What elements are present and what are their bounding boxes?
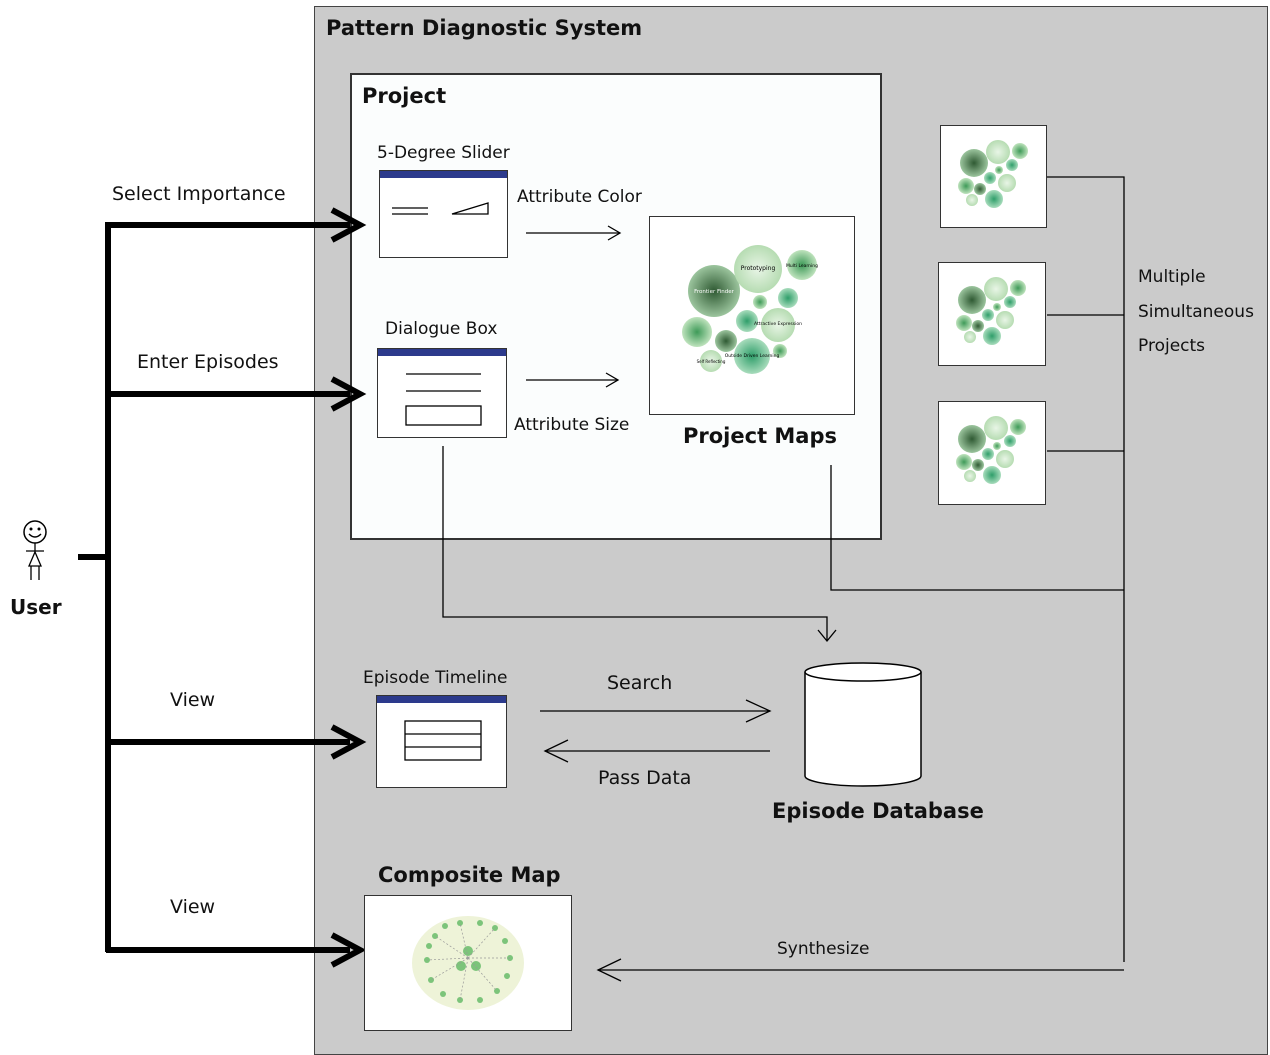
search-label: Search — [607, 672, 673, 694]
attribute-arrows — [526, 225, 622, 388]
multi-project-connectors — [596, 176, 1125, 982]
timeline-label: Episode Timeline — [363, 668, 508, 688]
database-label: Episode Database — [772, 799, 984, 823]
slider-title-bar — [380, 171, 507, 178]
timeline-table-icon — [404, 720, 482, 761]
composite-map-frame[interactable] — [364, 895, 572, 1031]
slider-label: 5-Degree Slider — [377, 143, 510, 163]
projects-label: Projects — [1138, 336, 1206, 356]
timeline-title-bar — [377, 696, 506, 703]
select-importance-label: Select Importance — [112, 183, 286, 205]
view-timeline-label: View — [170, 689, 216, 711]
db-feed-line — [442, 446, 837, 643]
bubble-label: Outside Driven Learning — [725, 353, 780, 359]
thumbnail-bubbles — [958, 140, 1028, 208]
project-maps-label: Project Maps — [683, 424, 838, 448]
user-figure-icon — [23, 520, 47, 580]
dialogue-title-bar — [378, 349, 506, 356]
dialogue-form-icon — [405, 373, 482, 426]
project-thumbnail[interactable] — [938, 401, 1046, 505]
synthesize-label: Synthesize — [777, 939, 870, 959]
composite-map-icon — [412, 916, 524, 1010]
attribute-color-label: Attribute Color — [517, 187, 642, 207]
bubble-label: Prototyping — [741, 265, 776, 272]
attribute-size-label: Attribute Size — [514, 415, 630, 435]
system-title: Pattern Diagnostic System — [326, 16, 643, 40]
composite-label: Composite Map — [378, 863, 561, 887]
bubble-label: Frontier Finder — [694, 289, 734, 295]
thumbnail-bubbles — [956, 277, 1026, 345]
action-arrows — [106, 207, 367, 968]
user-trunk — [78, 222, 111, 952]
timeline-widget[interactable] — [376, 695, 507, 788]
database-cylinder-icon — [804, 662, 922, 787]
user-label: User — [10, 595, 62, 619]
slider-icon — [392, 202, 489, 215]
simultaneous-label: Simultaneous — [1138, 302, 1254, 322]
search-arrows — [540, 699, 772, 763]
project-thumbnail[interactable] — [938, 262, 1046, 366]
pass-data-label: Pass Data — [598, 767, 692, 789]
project-map-frame[interactable]: Prototyping Frontier Finder Multi Learni… — [649, 216, 855, 415]
project-map-bubbles: Prototyping Frontier Finder Multi Learni… — [682, 245, 818, 374]
dialogue-label: Dialogue Box — [385, 319, 498, 339]
project-thumbnail[interactable] — [940, 125, 1047, 228]
bubble-label: Multi Learning — [786, 263, 818, 269]
enter-episodes-label: Enter Episodes — [137, 351, 279, 373]
view-composite-label: View — [170, 896, 216, 918]
bubble-label: Attractive Expression — [754, 321, 802, 327]
multiple-label: Multiple — [1138, 267, 1206, 287]
project-title: Project — [362, 84, 447, 108]
thumbnail-bubbles — [956, 416, 1026, 484]
dialogue-widget[interactable] — [377, 348, 507, 438]
bubble-label: Self Reflecting — [697, 359, 726, 364]
slider-widget[interactable] — [379, 170, 508, 258]
